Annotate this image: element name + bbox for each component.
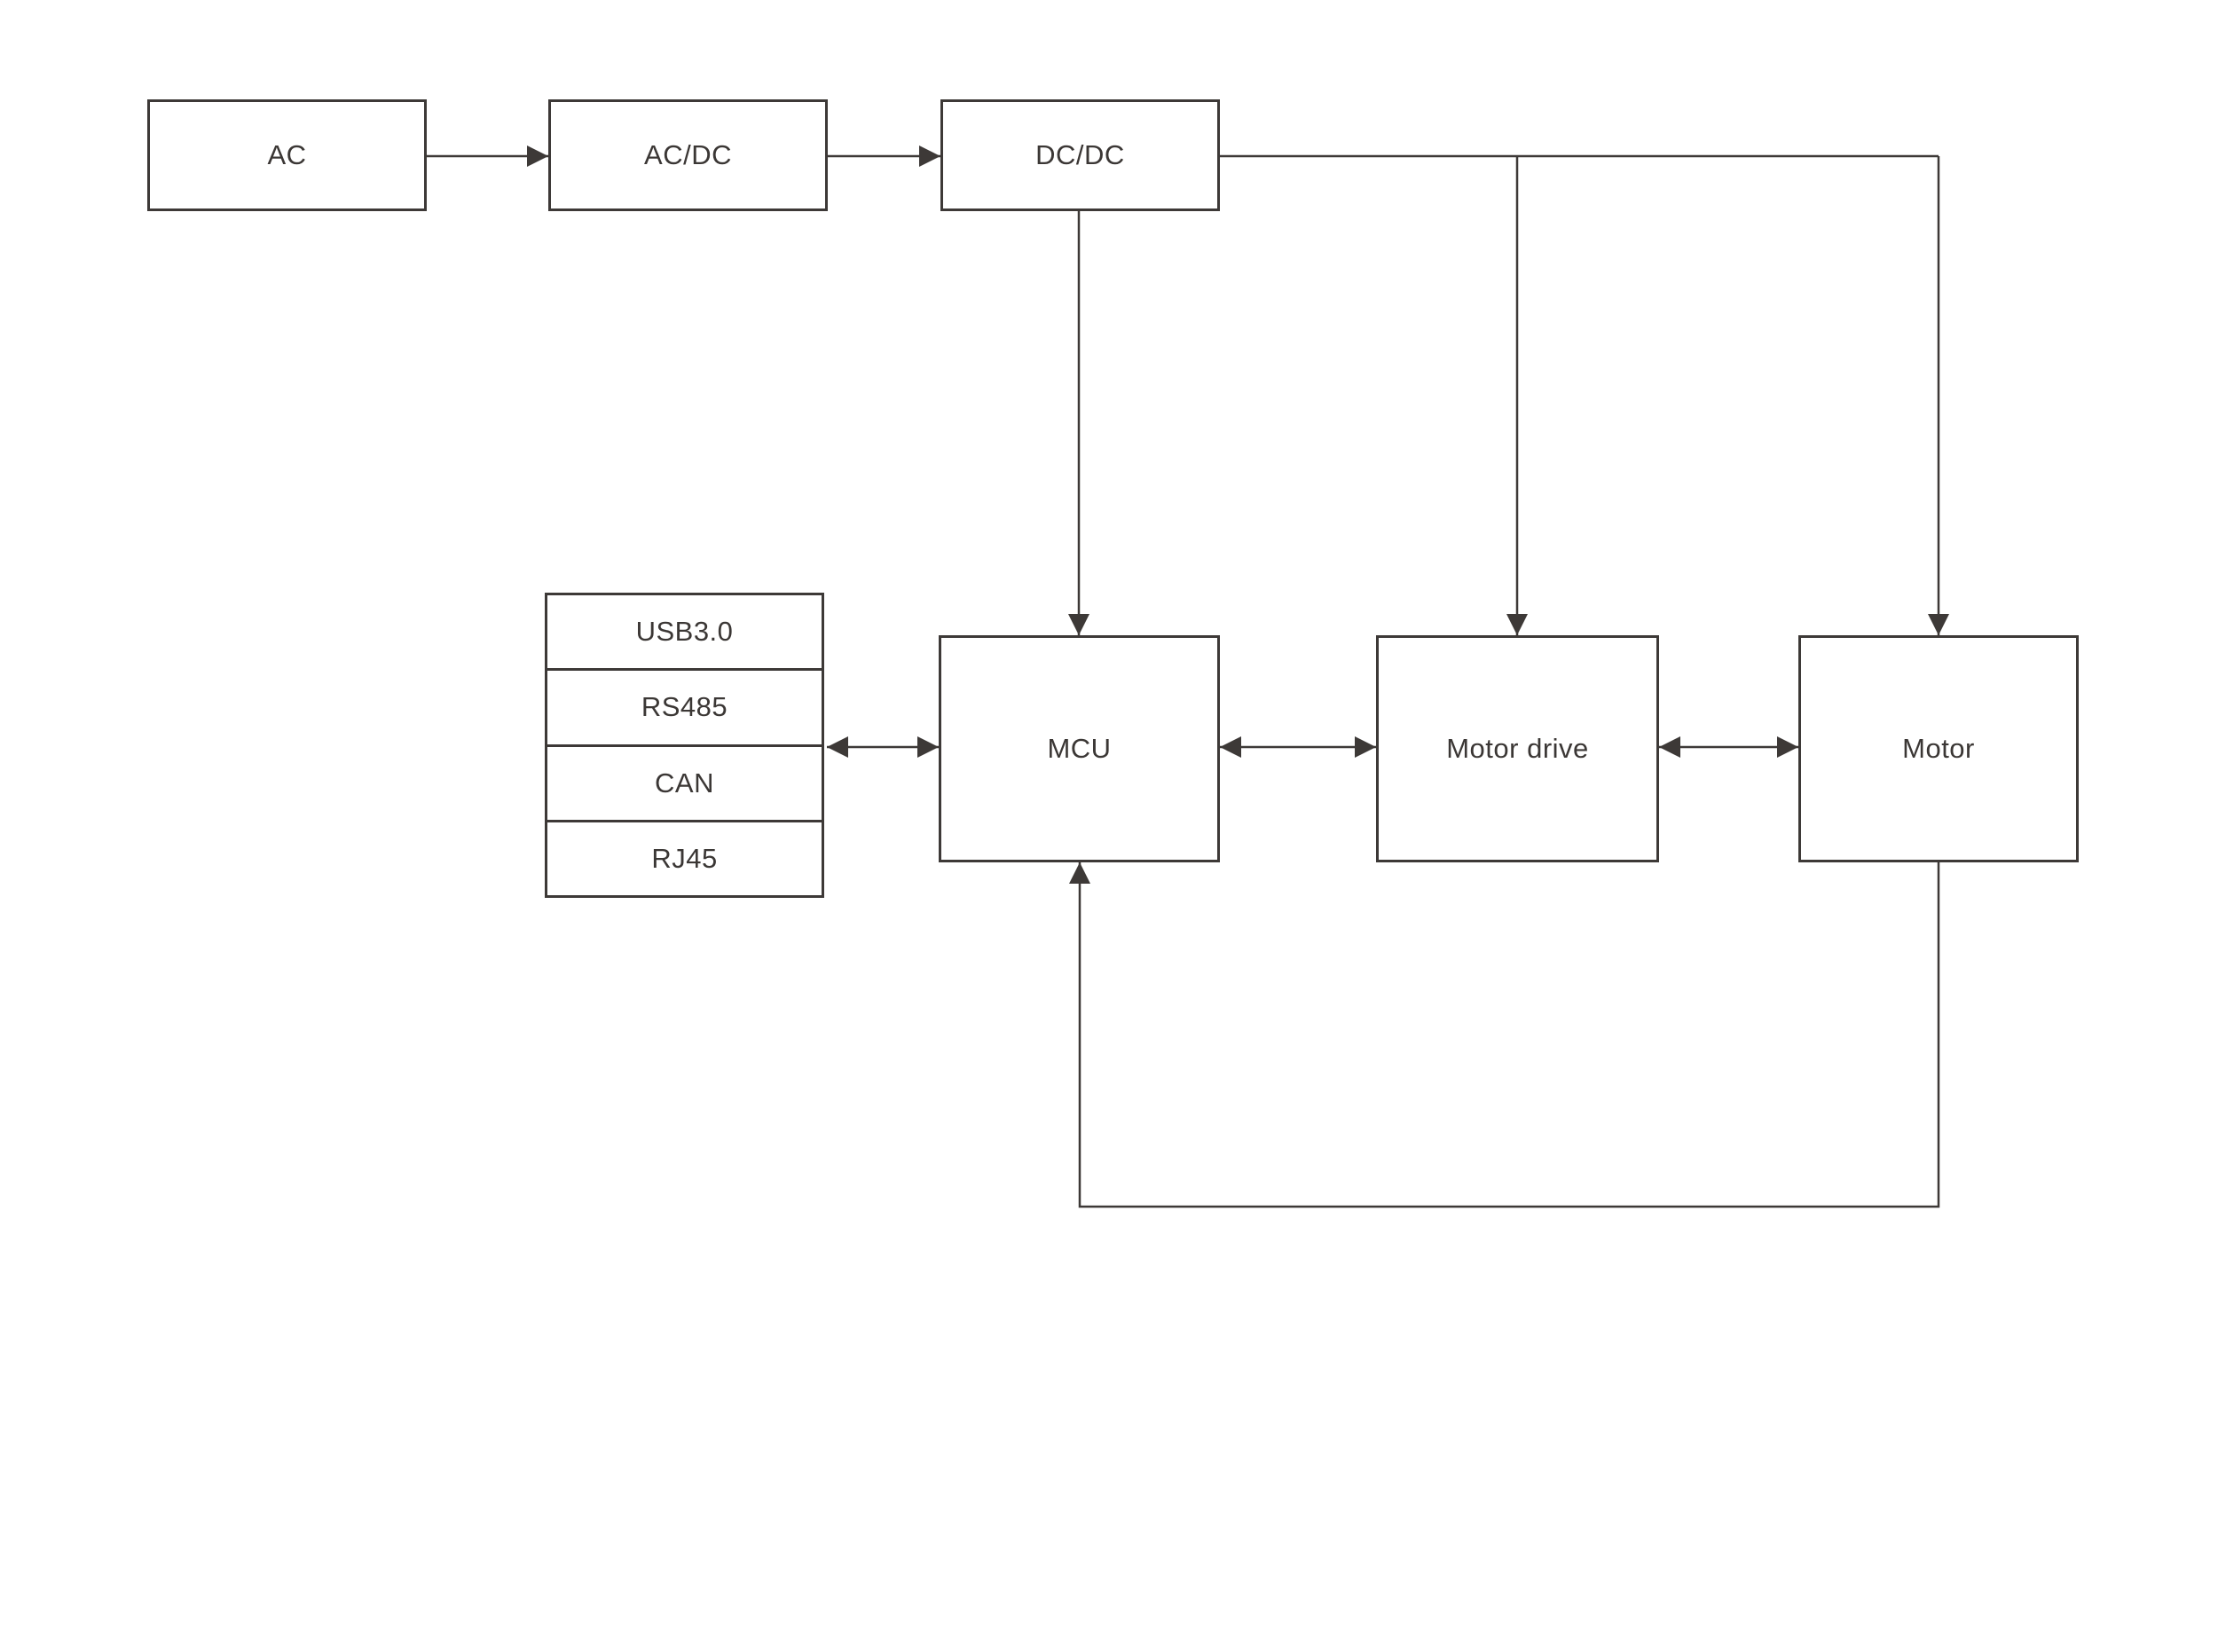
block-mcu: MCU xyxy=(939,635,1220,862)
block-acdc-label: AC/DC xyxy=(644,139,732,170)
interface-row-can-label: CAN xyxy=(655,767,714,798)
block-acdc: AC/DC xyxy=(548,99,828,211)
interface-row-can: CAN xyxy=(547,743,822,820)
interface-row-rj45: RJ45 xyxy=(547,819,822,895)
block-ac: AC xyxy=(147,99,427,211)
interface-row-rs485-label: RS485 xyxy=(641,691,728,723)
block-dcdc-label: DC/DC xyxy=(1035,139,1125,170)
interface-row-usb3: USB3.0 xyxy=(547,595,822,668)
block-dcdc: DC/DC xyxy=(940,99,1220,211)
block-motor: Motor xyxy=(1798,635,2079,862)
interface-row-rj45-label: RJ45 xyxy=(651,842,718,874)
block-motor-drive: Motor drive xyxy=(1376,635,1659,862)
block-ac-label: AC xyxy=(267,139,307,170)
block-motor-drive-label: Motor drive xyxy=(1446,733,1589,764)
interface-stack: USB3.0 RS485 CAN RJ45 xyxy=(545,593,824,898)
interface-row-usb3-label: USB3.0 xyxy=(635,616,734,648)
block-mcu-label: MCU xyxy=(1047,733,1112,764)
motor-to-mcu-feedback-arrow xyxy=(1069,862,1940,1208)
block-motor-label: Motor xyxy=(1902,733,1975,764)
interface-row-rs485: RS485 xyxy=(547,668,822,743)
